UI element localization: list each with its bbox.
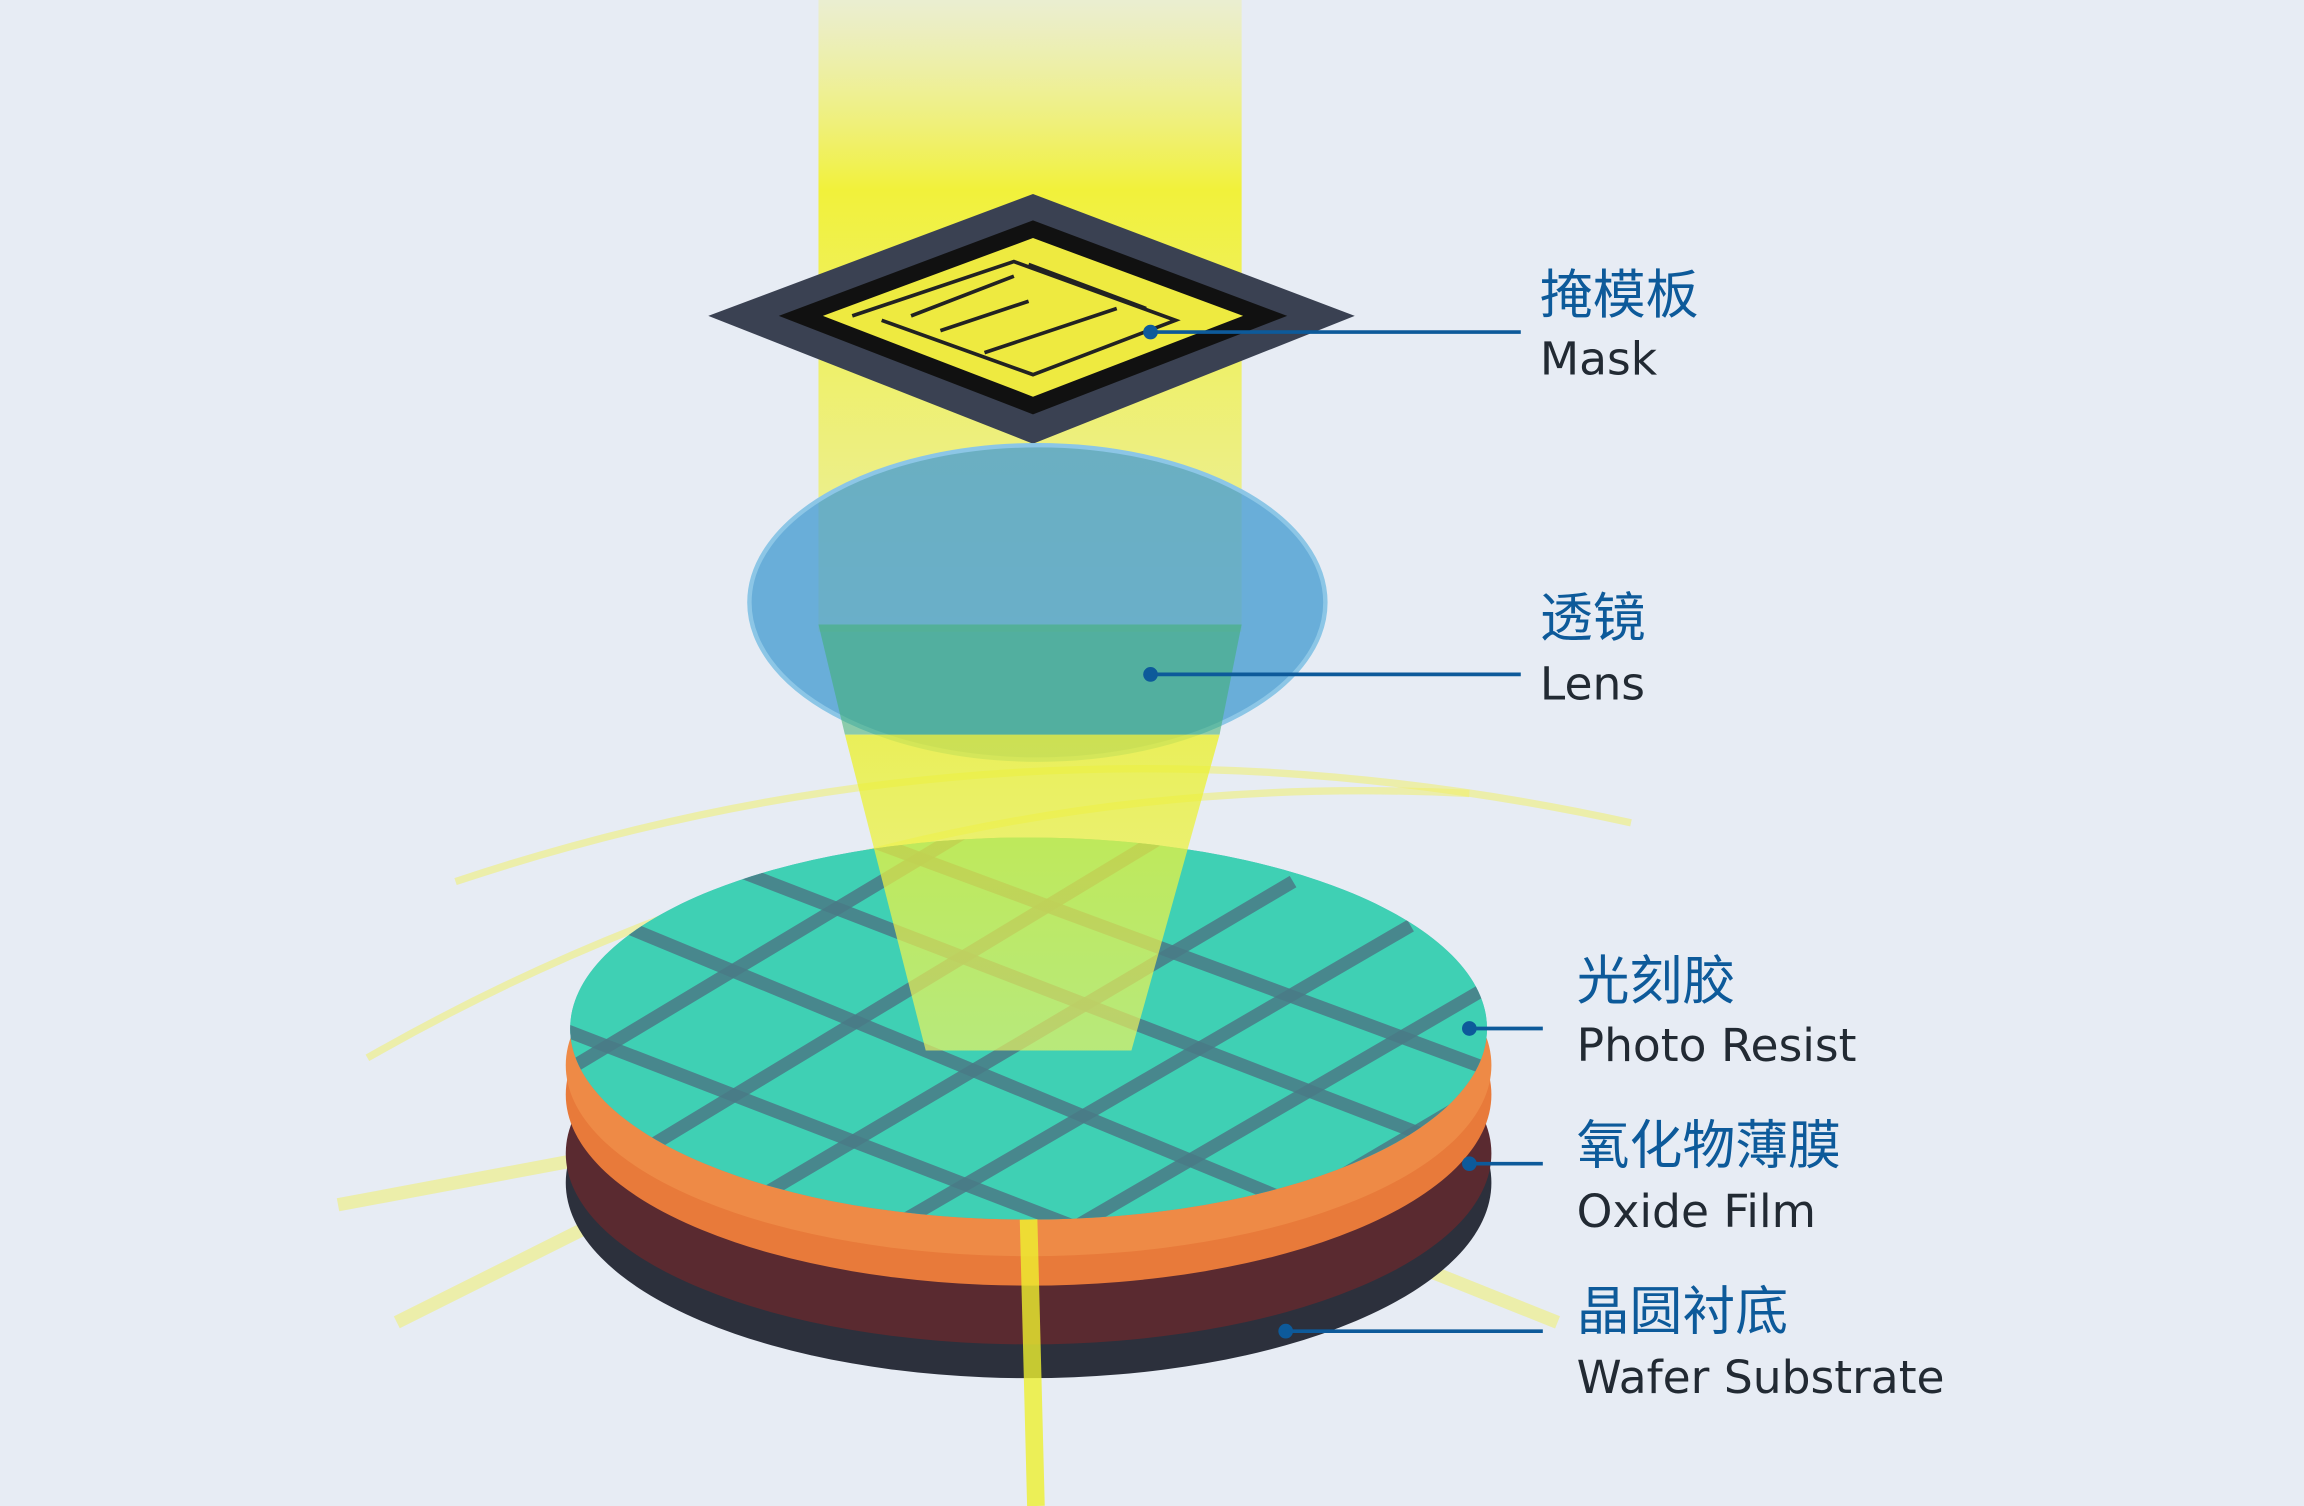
- lens-label-en: Lens: [1540, 657, 1645, 710]
- wafer-substrate-label-cn: 晶圆衬底: [1577, 1282, 1789, 1343]
- light-spill: [1019, 1219, 1045, 1506]
- photo-resist-label-en: Photo Resist: [1577, 1019, 1857, 1072]
- oxide-film-label-cn: 氧化物薄膜: [1577, 1116, 1841, 1177]
- label-mask: 掩模板 Mask: [1143, 265, 1699, 386]
- label-lens: 透镜 Lens: [1143, 588, 1646, 710]
- label-oxide-film: 氧化物薄膜 Oxide Film: [1462, 1116, 1841, 1238]
- label-photo-resist: 光刻胶 Photo Resist: [1462, 951, 1857, 1072]
- lens-label-cn: 透镜: [1540, 588, 1646, 649]
- oxide-film-label-en: Oxide Film: [1577, 1185, 1816, 1238]
- mask: [708, 193, 1355, 444]
- mask-label-en: Mask: [1540, 333, 1658, 386]
- label-wafer-substrate: 晶圆衬底 Wafer Substrate: [1278, 1282, 1945, 1404]
- mask-label-cn: 掩模板: [1540, 265, 1699, 326]
- light-beam-lower: [844, 734, 1220, 1051]
- wafer-substrate-label-en: Wafer Substrate: [1577, 1351, 1945, 1404]
- photo-resist-label-cn: 光刻胶: [1577, 951, 1736, 1012]
- light-beam-lens: [818, 624, 1242, 735]
